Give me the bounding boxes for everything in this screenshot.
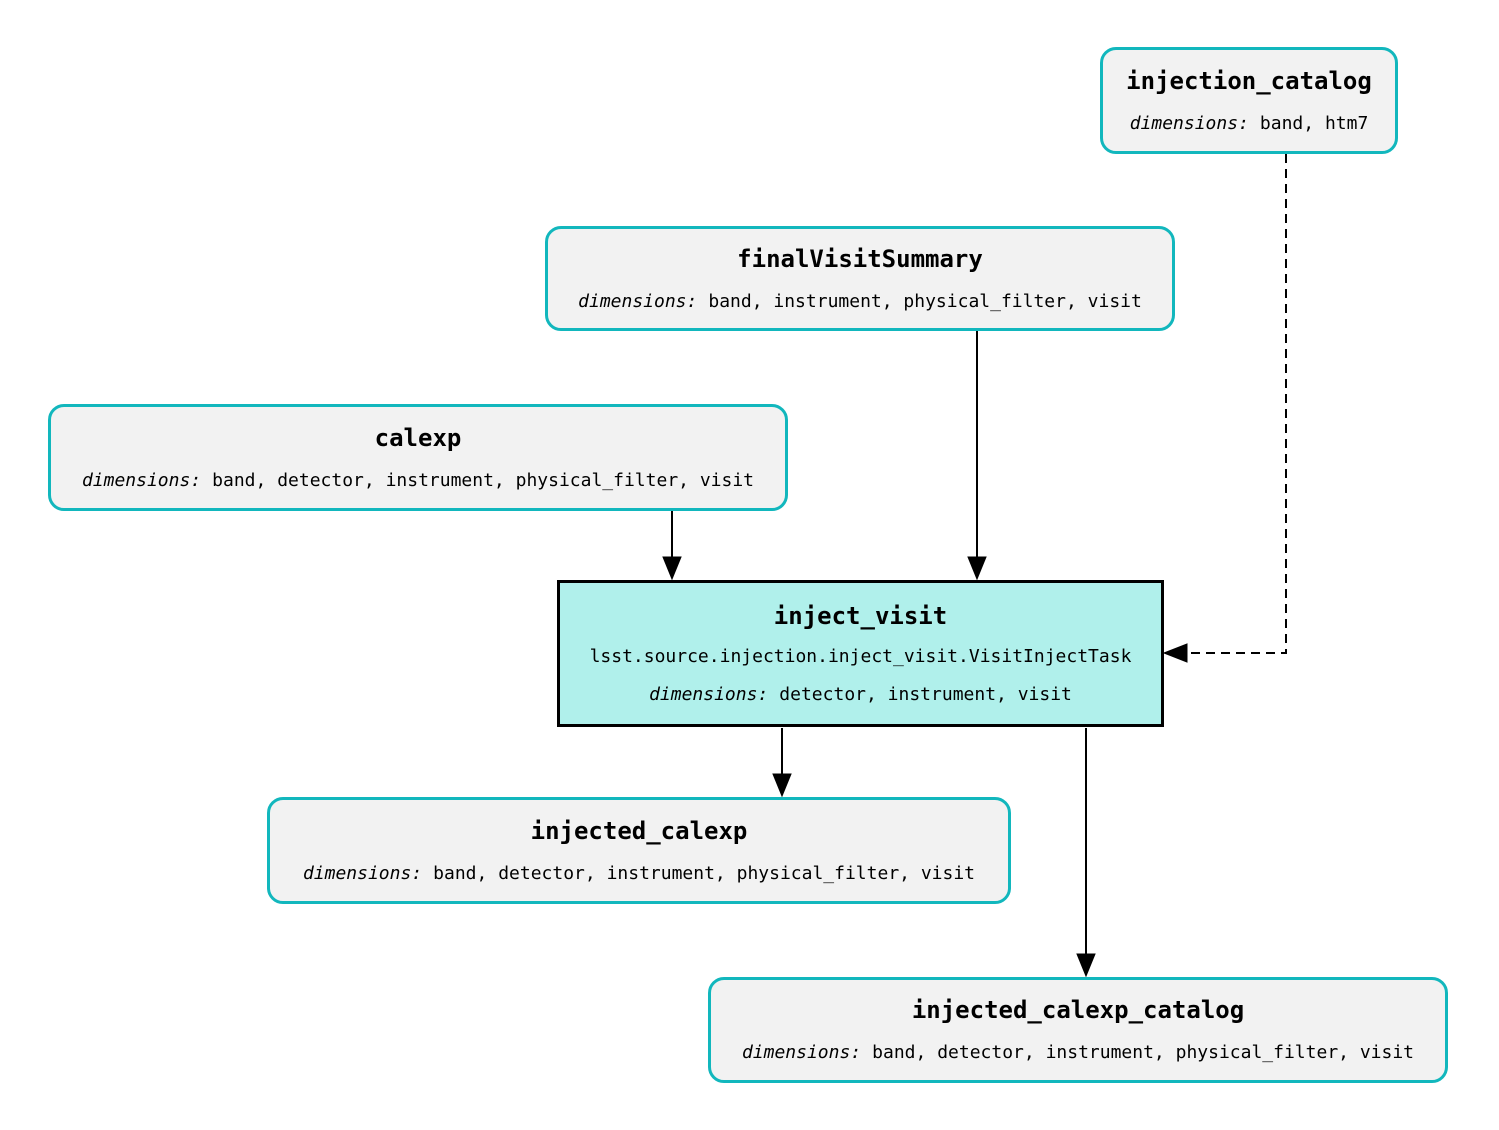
edge-calexp-to-inject-visit — [662, 511, 682, 581]
dataset-node-injected-calexp-catalog: injected_calexp_catalog dimensions: band… — [708, 977, 1448, 1083]
node-title: injected_calexp_catalog — [911, 996, 1245, 1024]
node-title: finalVisitSummary — [737, 244, 983, 273]
dimensions-value: band, detector, instrument, physical_fil… — [872, 1042, 1415, 1063]
node-title: injection_catalog — [1126, 66, 1372, 95]
edge-inject-visit-to-injected-calexp — [772, 728, 792, 798]
dimensions-label: dimensions: — [741, 1042, 862, 1063]
dataset-node-finalVisitSummary: finalVisitSummary dimensions: band, inst… — [545, 226, 1175, 331]
dimensions-label: dimensions: — [302, 862, 423, 884]
dataset-node-calexp: calexp dimensions: band, detector, instr… — [48, 404, 788, 511]
node-dimensions: dimensions: band, detector, instrument, … — [82, 469, 754, 493]
dimensions-value: band, htm7 — [1259, 112, 1369, 134]
arrowhead-icon — [1162, 643, 1188, 663]
dimensions-label: dimensions: — [649, 683, 769, 705]
node-title: injected_calexp — [530, 816, 748, 845]
edge-finalVisitSummary-to-inject-visit — [967, 331, 987, 581]
node-dimensions: dimensions: band, htm7 — [1130, 112, 1369, 136]
node-dimensions: dimensions: detector, instrument, visit — [649, 683, 1072, 707]
dimensions-value: detector, instrument, visit — [779, 683, 1072, 705]
edge-inject-visit-to-injected-calexp-catalog — [1076, 728, 1096, 978]
dimensions-label: dimensions: — [1129, 112, 1249, 134]
node-dimensions: dimensions: band, detector, instrument, … — [303, 862, 975, 886]
arrowhead-icon — [772, 773, 792, 798]
edge-injection-catalog-to-inject-visit — [1162, 154, 1287, 663]
dimensions-label: dimensions: — [578, 290, 698, 312]
dimensions-value: band, detector, instrument, physical_fil… — [212, 469, 755, 491]
task-node-inject-visit: inject_visit lsst.source.injection.injec… — [557, 580, 1164, 727]
node-title: inject_visit — [773, 601, 948, 630]
arrowhead-icon — [1076, 953, 1096, 978]
dimensions-value: band, detector, instrument, physical_fil… — [433, 862, 976, 884]
arrowhead-icon — [967, 556, 987, 581]
dimensions-label: dimensions: — [81, 469, 202, 491]
task-class-path: lsst.source.injection.inject_visit.Visit… — [589, 645, 1132, 667]
dimensions-value: band, instrument, physical_filter, visit — [708, 290, 1142, 312]
arrowhead-icon — [662, 556, 682, 581]
node-title: calexp — [374, 423, 462, 452]
dataset-node-injected-calexp: injected_calexp dimensions: band, detect… — [267, 797, 1011, 904]
node-dimensions: dimensions: band, detector, instrument, … — [742, 1041, 1414, 1065]
node-dimensions: dimensions: band, instrument, physical_f… — [578, 290, 1142, 314]
dataset-node-injection-catalog: injection_catalog dimensions: band, htm7 — [1100, 47, 1398, 154]
